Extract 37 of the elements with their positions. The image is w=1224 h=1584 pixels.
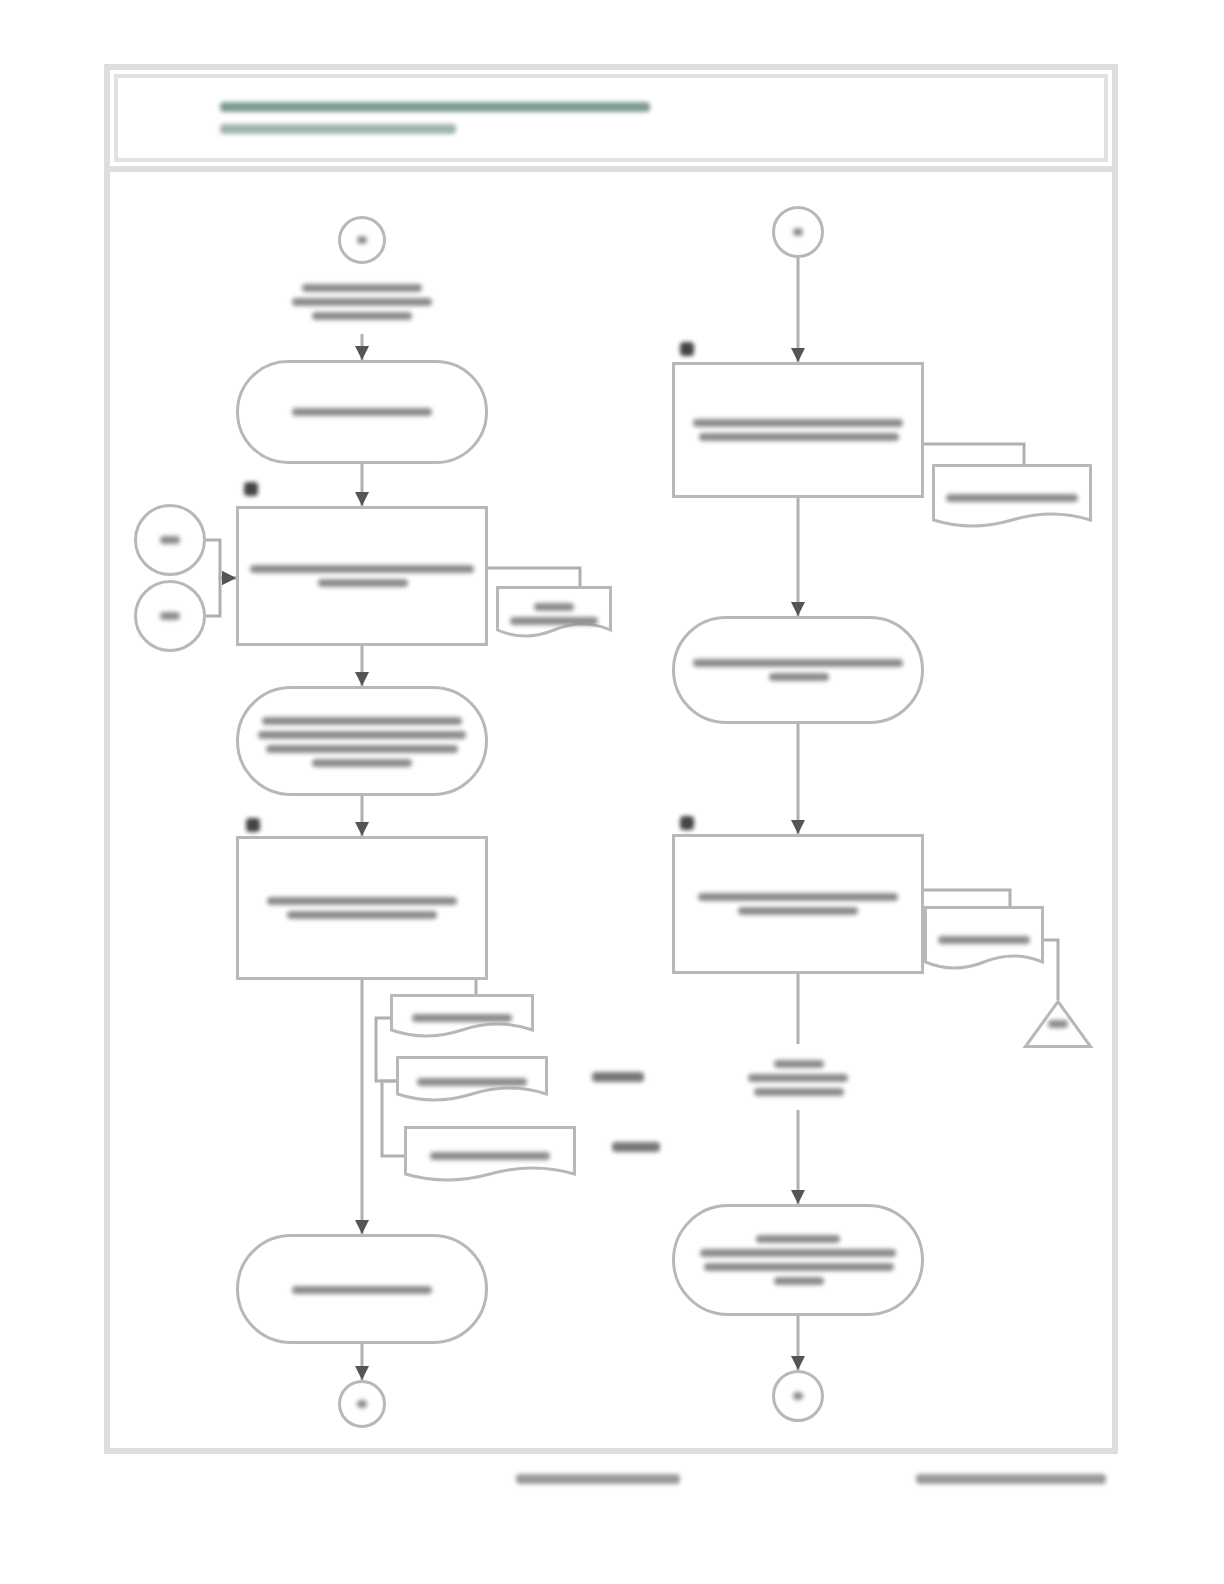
arrow: [791, 1316, 805, 1370]
arrow: [355, 980, 369, 1234]
connector-line: [374, 1016, 396, 1083]
process-box: [672, 834, 924, 974]
arrow: [791, 1110, 805, 1204]
arrow: [355, 1344, 369, 1380]
connector-line: [796, 974, 800, 1044]
triangle-symbol: [1024, 1000, 1092, 1048]
process-box: [672, 362, 924, 498]
document-symbol: [396, 1056, 548, 1106]
arrow: [791, 258, 805, 362]
connector-circle: [134, 504, 206, 576]
arrow: [791, 498, 805, 616]
document-symbol: [932, 464, 1092, 532]
document-symbol: [924, 906, 1044, 974]
connector-line: [1044, 938, 1060, 1000]
arrow: [355, 464, 369, 506]
arrow: [355, 796, 369, 836]
connector-line: [474, 980, 478, 994]
arrow: [355, 646, 369, 686]
connector-circle: [772, 1370, 824, 1422]
connector-line: [924, 888, 1012, 906]
arrow: [791, 724, 805, 834]
process-box: [236, 506, 488, 646]
connector-line: [380, 1079, 404, 1158]
connector-circle: [338, 1380, 386, 1428]
connector-line: [924, 442, 1026, 464]
process-box: [236, 836, 488, 980]
document-symbol: [404, 1126, 576, 1186]
document-symbol: [496, 586, 612, 642]
arrow: [206, 571, 236, 618]
connector-circle: [338, 216, 386, 264]
connector-circle: [772, 206, 824, 258]
arrow: [355, 334, 369, 360]
connector-circle: [134, 580, 206, 652]
document-symbol: [390, 994, 534, 1042]
connector-line: [488, 566, 582, 586]
